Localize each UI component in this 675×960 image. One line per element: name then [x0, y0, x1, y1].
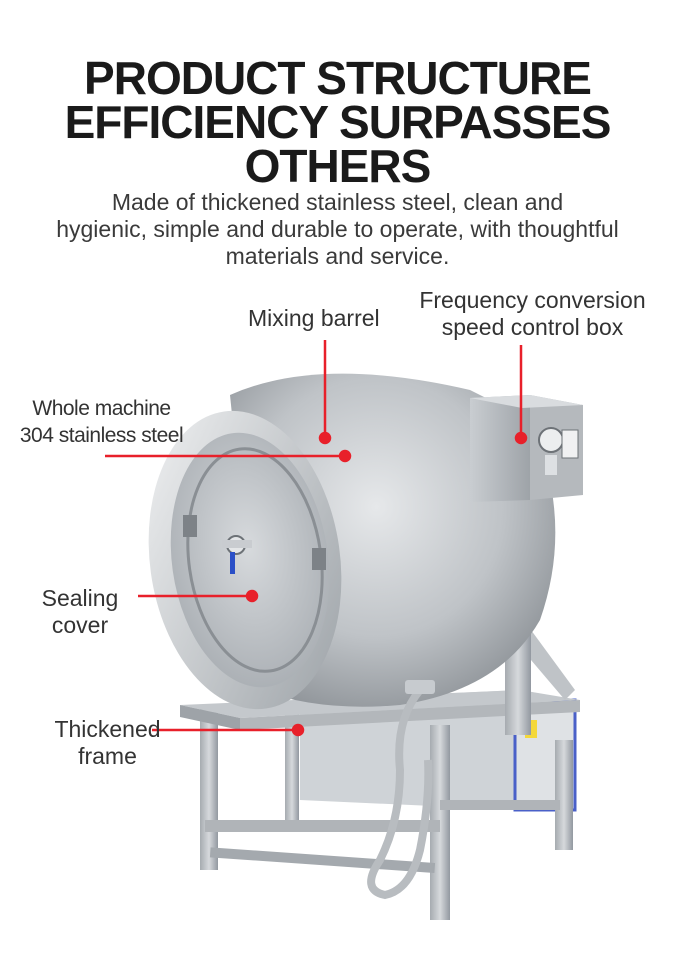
callout-mixing-barrel: Mixing barrel [248, 305, 380, 331]
callout-frame-line-2: frame [78, 743, 137, 769]
callout-lines [105, 340, 528, 737]
vacuum-hose [367, 680, 435, 900]
control-box [470, 395, 583, 502]
callout-sealing-line-2: cover [51, 612, 109, 638]
callout-control-box-line-1: Frequency conversion [419, 287, 646, 313]
callout-sealing-line-1: Sealing [41, 585, 119, 611]
description-line-2: hygienic, simple and durable to operate,… [56, 216, 619, 242]
heading-line-3: OTHERS [244, 140, 432, 192]
callout-material-line-1: Whole machine [32, 397, 171, 420]
callout-control-box-line-2: speed control box [441, 314, 624, 340]
sealing-cover [183, 515, 326, 574]
callout-frame-line-1: Thickened [54, 716, 161, 742]
description-line-3: materials and service. [225, 243, 450, 269]
description-line-1: Made of thickened stainless steel, clean… [111, 189, 564, 215]
callout-material-line-2: 304 stainless steel [19, 424, 184, 447]
heading-line-2: EFFICIENCY SURPASSES [64, 96, 612, 148]
heading-line-1: PRODUCT STRUCTURE [84, 52, 592, 104]
